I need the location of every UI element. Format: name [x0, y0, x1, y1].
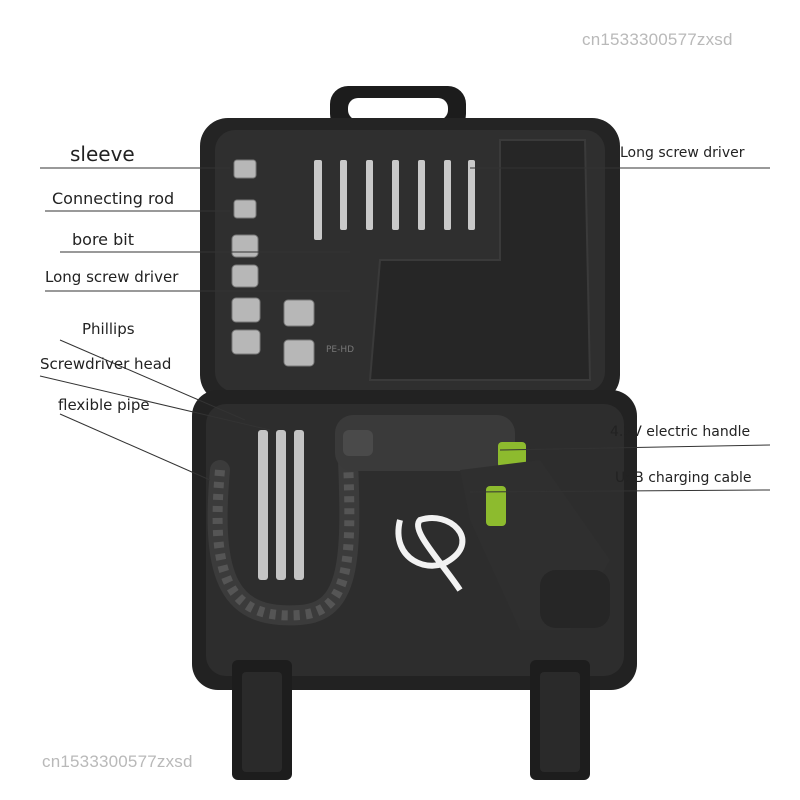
label-phillips: Phillips — [82, 320, 135, 338]
label-screwdriver-head: Screwdriver head — [40, 355, 172, 373]
label-flexible-pipe: flexible pipe — [58, 396, 150, 414]
socket-set — [231, 159, 315, 367]
label-long-screw-driver-right: Long screw driver — [620, 145, 745, 161]
electric-handle — [335, 415, 610, 630]
case-mark: PE-HD — [326, 345, 354, 355]
label-long-screw-driver-left: Long screw driver — [45, 268, 179, 286]
label-connecting-rod: Connecting rod — [52, 189, 175, 208]
watermark-bottom: cn1533300577zxsd — [42, 752, 193, 771]
flexible-pipe — [207, 450, 360, 626]
watermark-top: cn1533300577zxsd — [582, 30, 733, 49]
label-sleeve: sleeve — [70, 142, 135, 166]
label-bore-bit: bore bit — [72, 230, 134, 249]
label-electric-handle: 4.2V electric handle — [610, 424, 751, 440]
usb-cable — [395, 515, 466, 592]
long-bits — [314, 160, 475, 240]
label-usb-cable: USB charging cable — [615, 470, 752, 486]
bit-strips — [258, 430, 304, 580]
